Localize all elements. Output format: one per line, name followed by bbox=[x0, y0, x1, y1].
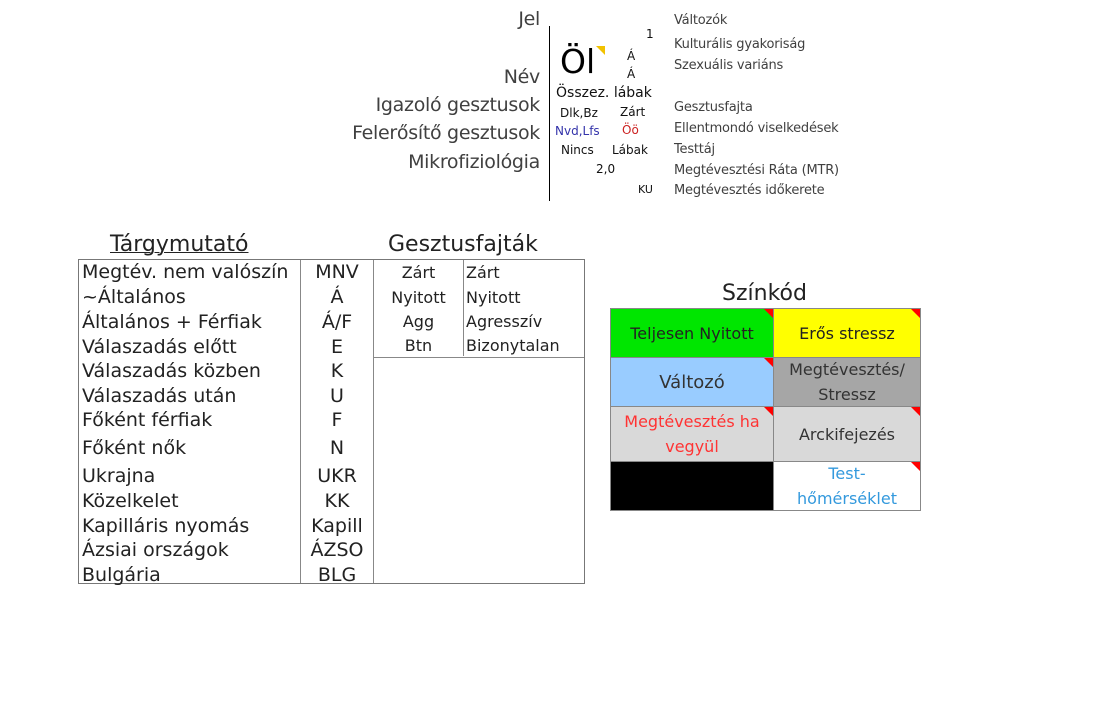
index-code: Á bbox=[330, 286, 344, 308]
key-big-symbol: Öl bbox=[560, 42, 596, 81]
index-label: Ázsiai országok bbox=[82, 539, 229, 561]
key-amplify-left: Nvd,Lfs bbox=[555, 124, 600, 138]
key-number: 1 bbox=[646, 27, 654, 41]
index-table: Megtév. nem valószín MNV ~Általános Á Általá… bbox=[78, 259, 585, 586]
gesture-full: Agresszív bbox=[466, 312, 543, 331]
index-label: Bulgária bbox=[82, 564, 161, 586]
index-code: N bbox=[329, 437, 345, 459]
colorcode-cell bbox=[611, 462, 774, 510]
index-label: Általános + Férfiak bbox=[82, 311, 262, 333]
key-label-mikro: Mikrofiziológia bbox=[408, 151, 540, 173]
index-label: Közelkelet bbox=[82, 490, 179, 512]
colorcode-label: Test- hőmérséklet bbox=[797, 464, 897, 508]
row-divider bbox=[373, 357, 584, 358]
key-right-kulturalis: Kulturális gyakoriság bbox=[674, 37, 806, 52]
index-code: Kapill bbox=[311, 515, 363, 537]
key-label-nev: Név bbox=[503, 66, 541, 88]
comment-marker-icon bbox=[911, 462, 920, 471]
gesture-abbr: Nyitott bbox=[391, 288, 446, 307]
key-right-ellentmondo: Ellentmondó viselkedések bbox=[674, 121, 839, 136]
index-label: ~Általános bbox=[82, 286, 186, 308]
gesture-full: Nyitott bbox=[466, 288, 521, 307]
gesture-abbr: Agg bbox=[402, 312, 435, 331]
key-amplify-right: Öö bbox=[622, 123, 639, 137]
colorcode-cell: Megtévesztés/ Stressz bbox=[774, 358, 920, 407]
colorcode-cell: Teljesen Nyitott bbox=[611, 309, 774, 358]
index-code: MNV bbox=[315, 261, 359, 283]
colorcode-label: Megtévesztés/ Stressz bbox=[789, 360, 905, 404]
colorcode-label: Változó bbox=[659, 371, 725, 393]
gesture-full: Zárt bbox=[466, 263, 500, 282]
colorcode-cell: Erős stressz bbox=[774, 309, 920, 358]
colorcode-cell: Megtévesztés ha vegyül bbox=[611, 407, 774, 462]
index-label: Főként férfiak bbox=[82, 409, 213, 431]
key-label-igazolo: Igazoló gesztusok bbox=[375, 94, 541, 116]
index-label: Válaszadás közben bbox=[82, 360, 261, 382]
colorcode-label: Arckifejezés bbox=[798, 424, 896, 444]
col-divider bbox=[463, 260, 464, 356]
key-name: Összez. lábak bbox=[556, 85, 652, 101]
comment-marker-icon bbox=[911, 407, 920, 416]
index-label: Megtév. nem valószín bbox=[82, 261, 289, 283]
colorcode-cell: Változó bbox=[611, 358, 774, 407]
key-timeframe: KU bbox=[638, 183, 653, 196]
index-code: Á/F bbox=[321, 311, 353, 333]
colorcode-title: Színkód bbox=[722, 281, 807, 306]
key-confirm-left: Dlk,Bz bbox=[560, 106, 598, 120]
gesture-abbr: Zárt bbox=[401, 263, 436, 282]
index-code: BLG bbox=[317, 564, 357, 586]
key-right-testtaj: Testtáj bbox=[674, 142, 715, 157]
index-label: Kapilláris nyomás bbox=[82, 515, 250, 537]
index-label: Válaszadás előtt bbox=[82, 336, 237, 358]
gesture-abbr: Btn bbox=[404, 336, 433, 355]
index-code: K bbox=[330, 360, 344, 382]
key-right-idokeret: Megtévesztés időkerete bbox=[674, 183, 825, 198]
colorcode-label: Erős stressz bbox=[799, 323, 895, 343]
key-sexual: Á bbox=[627, 67, 636, 81]
corner-marker-icon bbox=[596, 46, 605, 55]
index-label: Ukrajna bbox=[82, 465, 156, 487]
index-code: U bbox=[330, 385, 344, 407]
colorcode-cell: Test- hőmérséklet bbox=[774, 462, 920, 510]
index-code: F bbox=[331, 409, 343, 431]
index-code: UKR bbox=[317, 465, 357, 487]
key-micro-right: Lábak bbox=[612, 143, 648, 157]
key-confirm-right: Zárt bbox=[620, 105, 646, 119]
index-code: E bbox=[330, 336, 343, 358]
key-label-felerosito: Felerősítő gesztusok bbox=[352, 122, 540, 144]
gestures-title: Gesztusfajták bbox=[388, 232, 538, 257]
colorcode-label: Teljesen Nyitott bbox=[630, 323, 754, 343]
colorcode-label: Megtévesztés ha vegyül bbox=[624, 412, 760, 456]
key-right-szexualis: Szexuális variáns bbox=[674, 58, 784, 73]
index-code: ÁZSO bbox=[310, 539, 364, 561]
index-code: KK bbox=[324, 490, 350, 512]
index-label: Válaszadás után bbox=[82, 385, 237, 407]
key-right-gesztusfajta: Gesztusfajta bbox=[674, 100, 753, 115]
index-label: Főként nők bbox=[82, 437, 187, 459]
comment-marker-icon bbox=[764, 309, 773, 318]
key-mtr: 2,0 bbox=[596, 162, 616, 176]
gesture-full: Bizonytalan bbox=[466, 336, 560, 355]
key-right-mtr: Megtévesztési Ráta (MTR) bbox=[674, 163, 839, 178]
key-label-jel: Jel bbox=[518, 8, 540, 30]
colorcode-cell: Arckifejezés bbox=[774, 407, 920, 462]
col-divider bbox=[300, 260, 301, 583]
comment-marker-icon bbox=[764, 358, 773, 367]
comment-marker-icon bbox=[911, 309, 920, 318]
key-cultural: Á bbox=[627, 49, 636, 63]
key-right-valtozok: Változók bbox=[674, 13, 728, 28]
key-divider bbox=[549, 26, 550, 201]
index-title: Tárgymutató bbox=[110, 232, 249, 257]
col-divider bbox=[373, 260, 374, 583]
key-micro-left: Nincs bbox=[561, 143, 594, 157]
comment-marker-icon bbox=[764, 407, 773, 416]
